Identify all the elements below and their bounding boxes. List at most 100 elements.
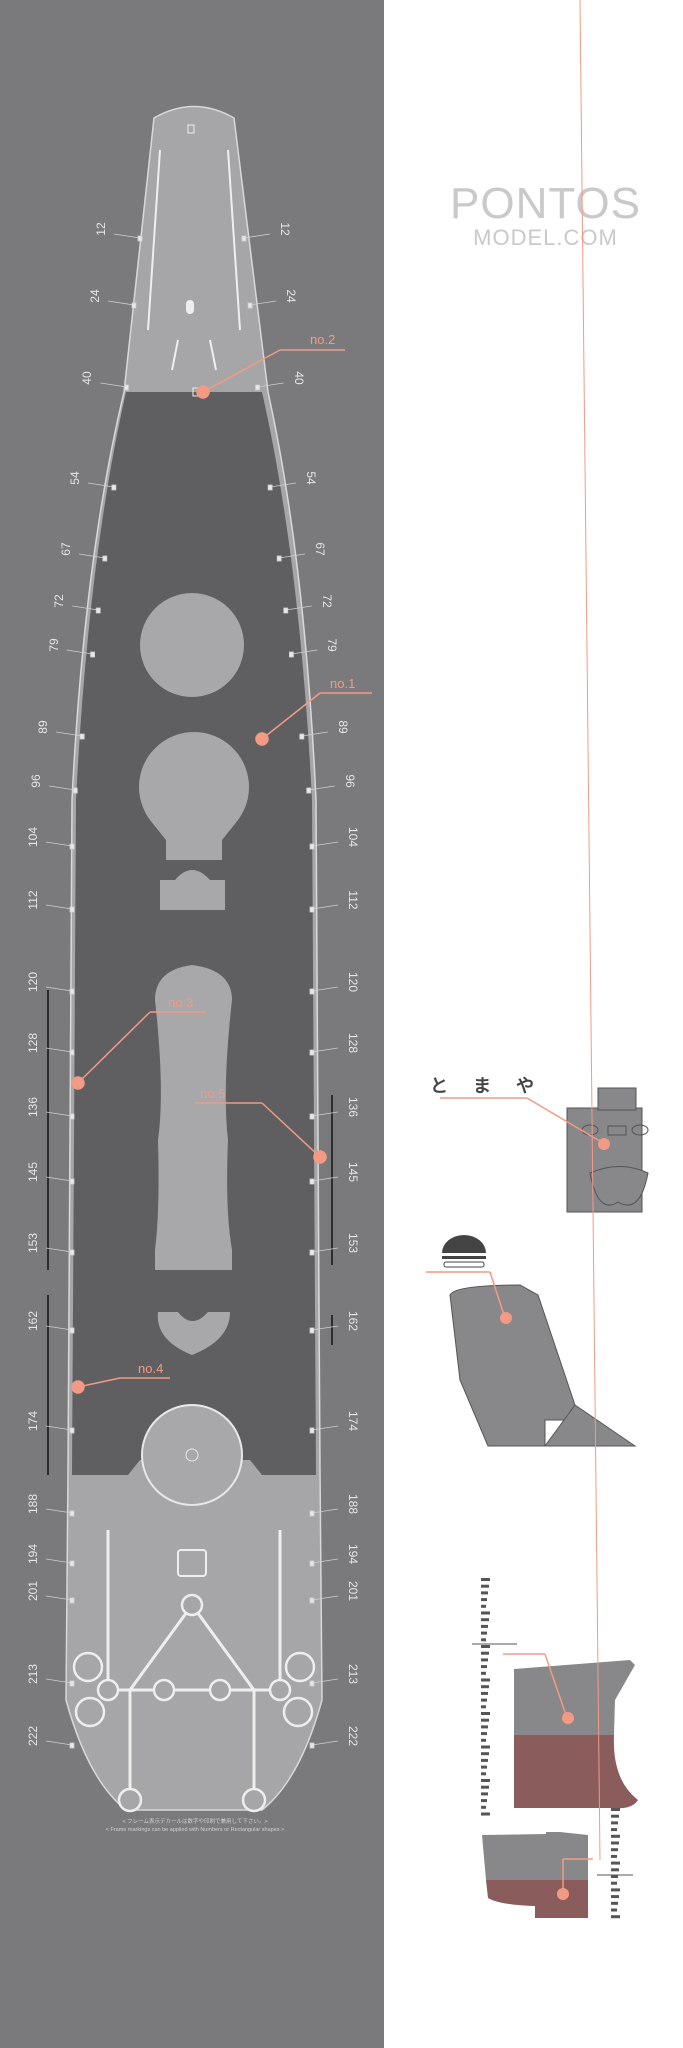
frame-number-128: 128 [346,1032,360,1054]
draft-mark [481,1638,486,1642]
frame-number-162: 162 [26,1310,40,1332]
frame-number-12: 12 [94,222,109,236]
frame-number-174: 174 [346,1410,360,1432]
frame-mark [306,787,312,794]
frame-mark [72,787,78,794]
frame-number-112: 112 [346,890,360,910]
frame-number-188: 188 [26,1493,40,1515]
frame-mark [276,555,282,562]
callout-lines [71,349,372,1394]
turret-2-barbette [138,731,250,860]
frame-mark [95,607,101,614]
draft-mark [611,1895,619,1899]
frame-tick [311,1247,339,1253]
draft-mark [611,1808,620,1811]
frame-number-213: 213 [346,1663,360,1685]
frame-mark [309,1742,315,1749]
frame-mark [309,1427,315,1434]
frame-number-136: 136 [26,1096,40,1118]
frame-tick [311,1176,339,1182]
draft-view-upper [472,1643,638,1809]
frame-number-12: 12 [277,222,292,236]
frame-tick [45,1047,73,1053]
draft-mark [481,1618,489,1622]
frame-number-72: 72 [52,594,67,608]
draft-mark [481,1712,490,1715]
frame-mark [309,1049,315,1056]
draft-mark [481,1578,490,1581]
frame-mark [267,484,273,491]
draft-mark [481,1765,487,1769]
frame-tick [291,649,318,655]
frame-tick [311,1425,339,1431]
frame-mark [309,1510,315,1517]
frame-number-153: 153 [346,1232,360,1254]
frame-mark [69,1510,75,1517]
draft-mark [481,1678,490,1682]
frame-tick [250,300,277,306]
frame-tick [45,1740,73,1746]
frame-number-79: 79 [46,638,61,652]
frame-number-67: 67 [313,542,328,556]
draft-view-lower [482,0,633,1918]
draft-mark [611,1854,617,1858]
frame-tick [285,605,312,611]
frame-number-188: 188 [346,1493,360,1515]
frame-number-120: 120 [346,971,360,993]
frame-mark [69,1049,75,1056]
draft-mark [481,1591,488,1595]
frame-mark [69,1680,75,1687]
frame-number-40: 40 [291,371,306,385]
frame-number-24: 24 [87,289,102,303]
note-en: < Frame markings can be applied with Num… [105,1827,285,1833]
frame-number-104: 104 [26,826,40,848]
frame-mark [255,384,260,391]
frame-marking-note: < フレーム表示デカールは数字や印刷で兼用して下さい。> < Frame mar… [80,1818,310,1834]
frame-tick [257,382,284,388]
frame-mark [309,1249,315,1256]
pontos-logo: PONTOS MODEL.COM [450,182,641,250]
frame-tick [270,482,297,488]
callout-no2: no.2 [310,332,336,347]
draft-mark [611,1834,620,1838]
draft-mark [611,1888,620,1892]
frame-number-174: 174 [26,1410,40,1432]
ship-deck-plan [45,105,372,1813]
draft-mark [611,1908,617,1912]
frame-number-96: 96 [342,774,357,788]
frame-mark [69,843,75,850]
frame-mark [102,555,108,562]
frame-mark [309,843,315,850]
frame-tick [78,553,105,559]
draft-mark [481,1698,487,1702]
frame-mark [309,1178,315,1185]
draft-mark [481,1752,489,1756]
frame-number-72: 72 [319,594,334,608]
frame-tick [45,904,73,910]
draft-mark [611,1821,618,1825]
frame-tick [56,731,83,737]
turret-1-barbette [140,593,244,697]
frame-mark [309,906,315,913]
draft-mark [611,1875,618,1878]
bow-view [426,1235,637,1447]
frame-mark [309,1680,315,1687]
frame-mark [79,733,85,740]
draft-mark [481,1799,487,1803]
frame-mark [69,1249,75,1256]
logo-brand: PONTOS [450,179,642,228]
frame-number-104: 104 [346,826,360,848]
draft-mark [481,1805,486,1809]
frame-mark [111,484,117,491]
frame-tick [311,1558,339,1564]
logo-site: MODEL.COM [473,225,618,250]
frame-mark [69,1742,75,1749]
frame-mark [90,651,96,658]
frame-number-54: 54 [304,471,319,485]
frame-mark [283,607,289,614]
frame-mark [124,384,129,391]
frame-mark [299,733,305,740]
draft-mark [611,1901,618,1905]
frame-tick [107,300,134,306]
frame-tick [311,1111,339,1117]
